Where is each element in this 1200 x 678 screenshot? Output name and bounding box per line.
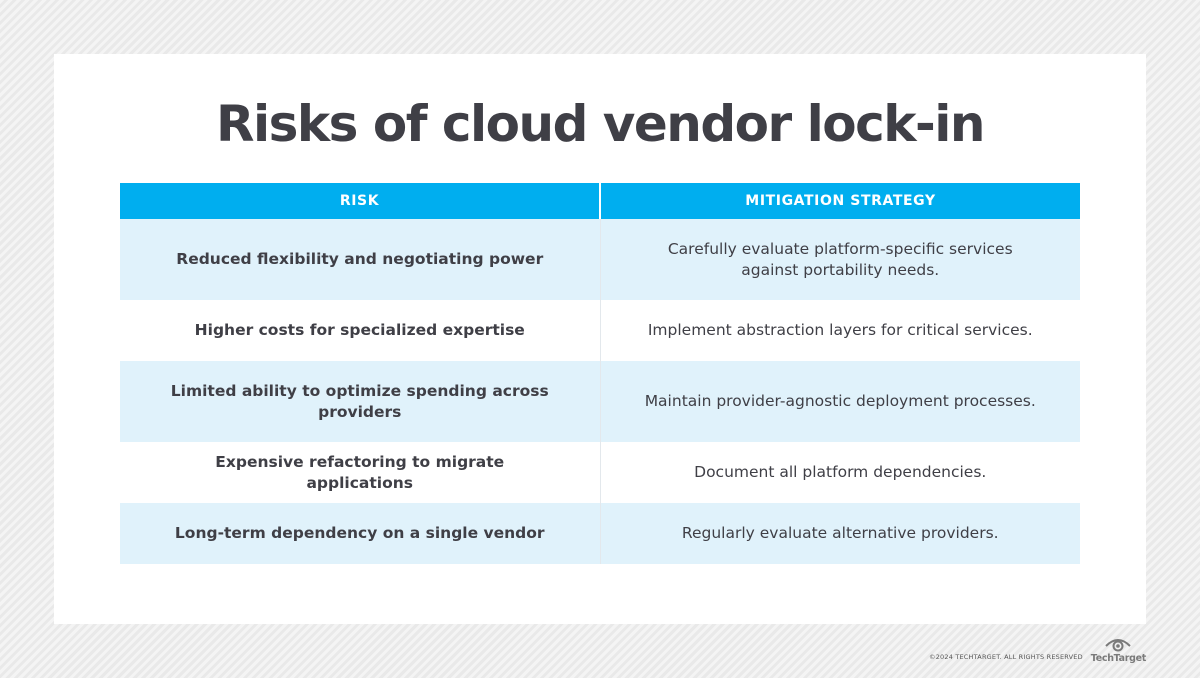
column-header-risk: RISK: [120, 183, 600, 219]
risk-cell: Reduced flexibility and negotiating powe…: [120, 219, 600, 300]
mitigation-cell: Document all platform dependencies.: [599, 442, 1080, 503]
table-row: Higher costs for specialized expertise I…: [120, 300, 1080, 361]
column-header-mitigation: MITIGATION STRATEGY: [599, 183, 1080, 219]
mitigation-cell: Regularly evaluate alternative providers…: [599, 503, 1080, 564]
mitigation-cell: Maintain provider-agnostic deployment pr…: [599, 361, 1080, 442]
table-row: Reduced flexibility and negotiating powe…: [120, 219, 1080, 300]
table-row: Long-term dependency on a single vendor …: [120, 503, 1080, 564]
table-header-row: RISK MITIGATION STRATEGY: [120, 183, 1080, 219]
risk-mitigation-table: RISK MITIGATION STRATEGY Reduced flexibi…: [120, 183, 1080, 564]
risk-cell: Higher costs for specialized expertise: [194, 321, 525, 339]
risk-cell: Long-term dependency on a single vendor: [120, 503, 600, 564]
brand-name: TechTarget: [1090, 653, 1147, 664]
mitigation-cell: Carefully evaluate platform-specific ser…: [599, 219, 1080, 300]
copyright-text: ©2024 TECHTARGET. ALL RIGHTS RESERVED: [929, 653, 1083, 661]
risk-cell: Expensive refactoring to migrate applica…: [215, 452, 505, 492]
techtarget-logo: TechTarget: [1091, 637, 1146, 664]
table-row: Limited ability to optimize spending acr…: [120, 361, 1080, 442]
mitigation-cell: Implement abstraction layers for critica…: [599, 300, 1080, 361]
table-row: Expensive refactoring to migrate applica…: [120, 442, 1080, 503]
page-title: Risks of cloud vendor lock-in: [216, 95, 985, 153]
eye-logo-icon: [1105, 639, 1132, 652]
footer: ©2024 TECHTARGET. ALL RIGHTS RESERVED Te…: [929, 637, 1146, 664]
risk-cell: Limited ability to optimize spending acr…: [120, 361, 600, 442]
